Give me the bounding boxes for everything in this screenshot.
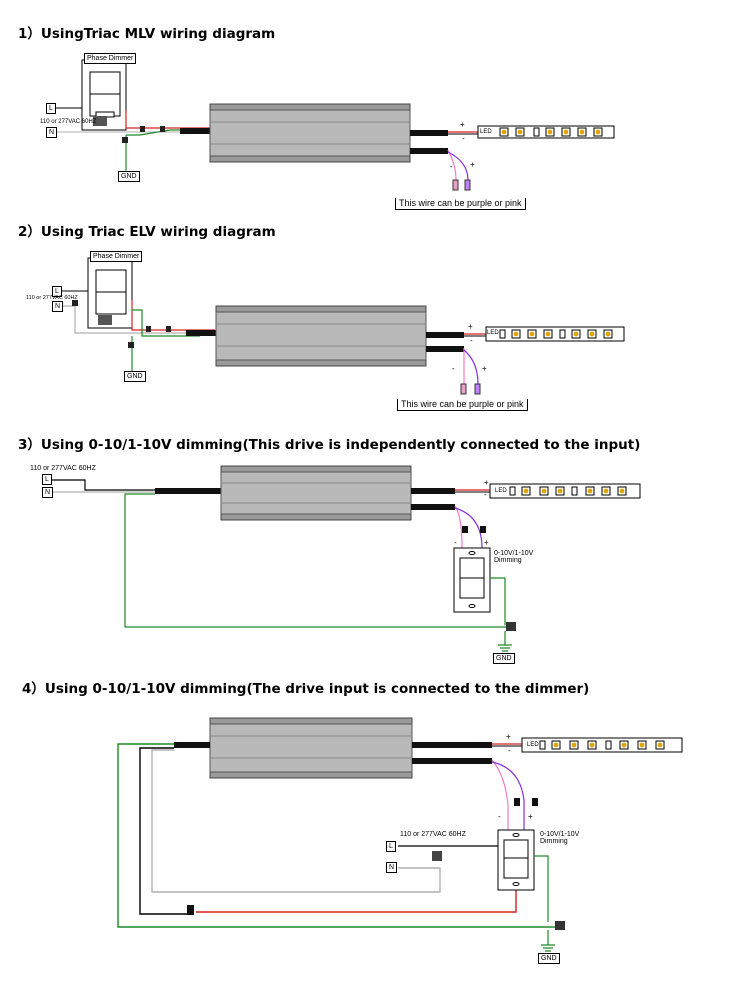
phase-dimmer-1 (81, 59, 127, 131)
minus-dim-3: - (454, 538, 457, 547)
wire-note-2: This wire can be purple or pink (397, 399, 528, 411)
dimmer-0-10v-3 (453, 547, 491, 613)
line-label-3: L (42, 474, 52, 485)
voltage-label-4: 110 or 277VAC 60HZ (400, 831, 466, 838)
minus-2: - (470, 336, 473, 345)
voltage-label-2: 110 or 277VAC 60HZ (26, 295, 78, 301)
plus-1: + (460, 120, 465, 129)
led-label-1: LED (480, 129, 492, 135)
section-3-title: 3）Using 0-10/1-10V dimming(This drive is… (18, 437, 641, 453)
voltage-label-3: 110 or 277VAC 60HZ (30, 465, 96, 472)
minus-4: - (508, 746, 511, 755)
led-strip-3 (489, 483, 641, 499)
line-label-1: L (46, 103, 56, 114)
phase-dimmer-2 (87, 257, 133, 329)
minus-purple-2: - (452, 364, 455, 373)
neutral-label-2: N (52, 301, 64, 312)
dimmer-0-10v-4 (497, 829, 535, 891)
ground-label-4: GND (538, 953, 560, 964)
dimmer-label-1: Phase Dimmer (84, 53, 137, 64)
section-4-title: 4）Using 0-10/1-10V dimming(The drive inp… (22, 681, 590, 697)
dimmer-label-4: 0-10V/1-10V Dimming (540, 831, 580, 845)
wire-note-1: This wire can be purple or pink (395, 198, 526, 210)
dimmer-label-2: Phase Dimmer (90, 251, 143, 262)
neutral-label-3: N (42, 487, 54, 498)
plus-2: + (468, 322, 473, 331)
led-label-4: LED (527, 742, 539, 748)
dimmer-label-3: 0-10V/1-10V Dimming (494, 550, 534, 564)
ground-label-2: GND (124, 371, 146, 382)
minus-1: - (462, 134, 465, 143)
led-driver-4 (209, 717, 413, 779)
led-strip-2 (485, 326, 625, 342)
plus-4: + (506, 732, 511, 741)
led-label-2: LED (487, 330, 499, 336)
voltage-label-1: 110 or 277VAC 60HZ (40, 119, 97, 125)
plus-purple-2: + (482, 364, 487, 373)
minus-purple-1: - (450, 162, 453, 171)
led-driver-1 (209, 103, 411, 163)
plus-purple-1: + (470, 160, 475, 169)
section-2-title: 2）Using Triac ELV wiring diagram (18, 224, 276, 240)
neutral-label-4: N (386, 862, 398, 873)
ground-label-3: GND (493, 653, 515, 664)
led-strip-4 (521, 737, 683, 753)
neutral-label-1: N (46, 127, 58, 138)
plus-dim-3: + (484, 538, 489, 547)
led-driver-3 (220, 465, 412, 521)
minus-dim-4: - (498, 812, 501, 821)
line-label-2: L (52, 286, 62, 297)
led-strip-1 (477, 125, 615, 139)
ground-label-1: GND (118, 171, 140, 182)
minus-3: - (484, 490, 487, 499)
plus-dim-4: + (528, 812, 533, 821)
led-label-3: LED (495, 488, 507, 494)
line-label-4: L (386, 841, 396, 852)
plus-3: + (484, 478, 489, 487)
section-1-title: 1）UsingTriac MLV wiring diagram (18, 26, 276, 42)
